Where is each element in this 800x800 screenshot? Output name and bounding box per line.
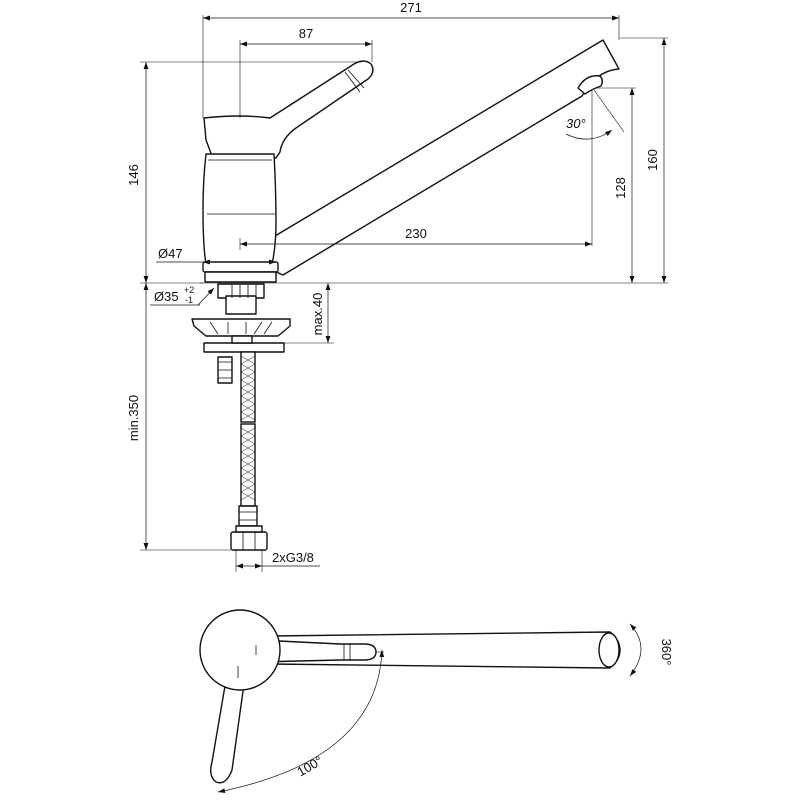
dim-max-counter-thickness: max.40: [310, 293, 325, 336]
bracket-detail: [209, 321, 273, 335]
dim-spout-height: 128: [613, 177, 628, 199]
hose-nut-faces: [242, 532, 256, 550]
dim-body-diameter: Ø47: [158, 246, 183, 261]
ferrule-detail: [239, 511, 257, 521]
connector-left-detail: [218, 361, 232, 379]
lever-tip-groove: [344, 69, 365, 93]
spout: [271, 39, 620, 276]
top-lever-rotated: [209, 679, 245, 784]
hose-ferrule: [238, 505, 258, 527]
spout-aerator: [577, 75, 603, 95]
mixer-body: [202, 153, 277, 265]
dim-swivel-angle: 360°: [659, 639, 674, 666]
dim-total-height: 146: [126, 164, 141, 186]
dim-outlet-height: 160: [645, 149, 660, 171]
dim-min-hose-length: min.350: [126, 395, 141, 441]
base-plate: [202, 261, 279, 273]
dim-connection: 2xG3/8: [272, 550, 314, 565]
stud-rod: [231, 335, 253, 344]
mounting-stud-inner: [225, 295, 257, 315]
dim-hole-tol-minus: -1: [185, 295, 193, 305]
base-seal: [204, 271, 277, 283]
dim-spout-reach: 230: [405, 226, 427, 241]
dim-overall-width: 271: [400, 0, 422, 15]
top-view: 100° 360°: [199, 609, 674, 794]
braided-hose-lower: [240, 423, 256, 507]
hose-washer: [235, 525, 263, 533]
side-elevation: 271 87 146 160 128 30° 230 Ø47: [126, 0, 668, 572]
top-body: [199, 609, 281, 691]
braided-hose-upper: [240, 351, 256, 423]
hose-braid-pattern: [240, 355, 256, 501]
lever-handle: [203, 60, 374, 159]
fixing-nut: [203, 342, 285, 353]
fixing-bracket: [191, 318, 291, 337]
top-spout-end: [598, 632, 620, 668]
dim-lever-reach: 87: [299, 26, 313, 41]
dim-hole-diameter: Ø35: [154, 289, 179, 304]
hose-nut: [230, 531, 268, 551]
dim-hole-tol-plus: +2: [184, 285, 194, 295]
stud-threads: [231, 284, 257, 298]
dim-lever-angle: 100°: [294, 753, 325, 779]
dim-outlet-angle: 30°: [566, 116, 586, 131]
body-ring: [207, 159, 275, 215]
